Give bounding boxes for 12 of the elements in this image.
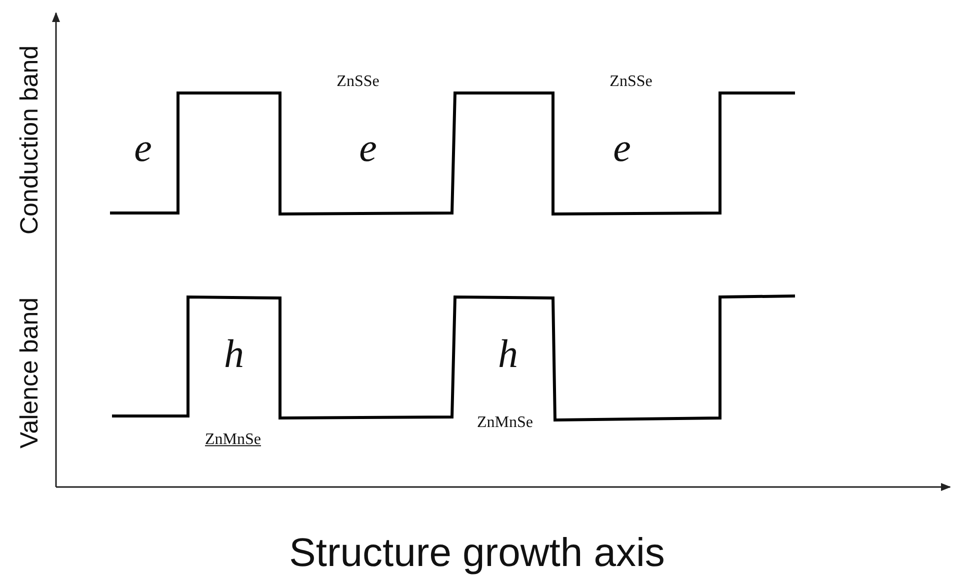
axis-label: Conduction band (16, 45, 44, 235)
material-label: ZnSSe (336, 73, 380, 91)
material-label: ZnMnSe (205, 431, 261, 449)
carrier-symbol: e (359, 126, 377, 170)
axis-title: Structure growth axis (289, 531, 665, 575)
carrier-symbol: e (134, 126, 152, 170)
material-label: ZnMnSe (477, 414, 533, 432)
carrier-symbol: h (498, 332, 518, 376)
carrier-symbol: e (613, 126, 631, 170)
axis-label: Valence band (16, 297, 44, 449)
material-label: ZnSSe (610, 73, 652, 91)
carrier-symbol: h (224, 332, 244, 376)
